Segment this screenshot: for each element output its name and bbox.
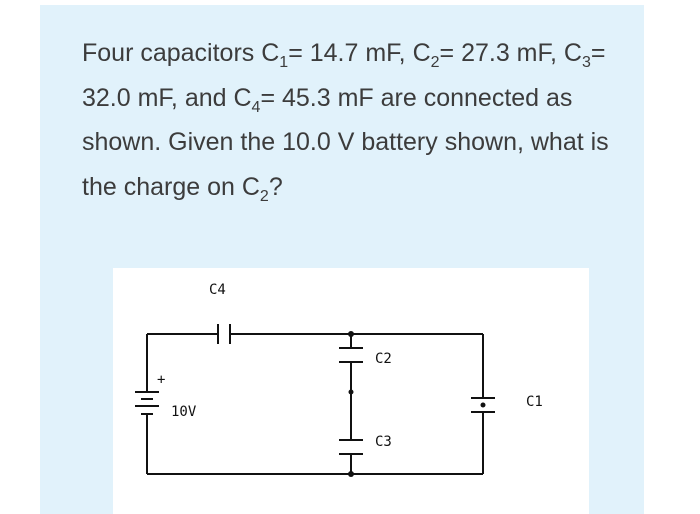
circuit-diagram: C4 C2 C3 C1 10V + [135,282,543,477]
label-battery: 10V [171,404,197,420]
question-text: Four capacitors C1= 14.7 mF, C2= 27.3 mF… [82,31,622,209]
subscript: 4 [251,98,261,116]
subscript: 2 [430,54,440,71]
question-segment: = 27.3 mF, C [439,39,582,67]
label-plus: + [157,372,165,388]
subscript: 3 [581,54,591,71]
label-c4: C4 [209,282,226,298]
subscript: 2 [259,187,269,205]
question-segment: ? [268,172,283,201]
question-card: Four capacitors C1= 14.7 mF, C2= 27.3 mF… [40,5,644,514]
subscript: 1 [279,54,289,71]
capacitor-c1 [471,397,495,413]
label-c2: C2 [375,351,392,367]
label-c3: C3 [375,434,392,450]
label-c1: C1 [526,394,543,410]
question-segment: = 14.7 mF, C [288,39,431,67]
question-segment: Four capacitors C [82,39,280,67]
circuit-figure: C4 C2 C3 C1 10V + [113,268,589,514]
capacitor-c4 [209,324,236,344]
capacitor-c2 [339,347,363,363]
circuit-wires [146,333,484,475]
junction-dots [348,331,486,477]
capacitor-c3 [339,439,363,455]
question-segment: = 32.0 mF, and C [82,39,606,112]
battery-symbol [135,391,159,415]
question-segment: = 45.3 mF are connected as shown. Given … [82,83,609,201]
